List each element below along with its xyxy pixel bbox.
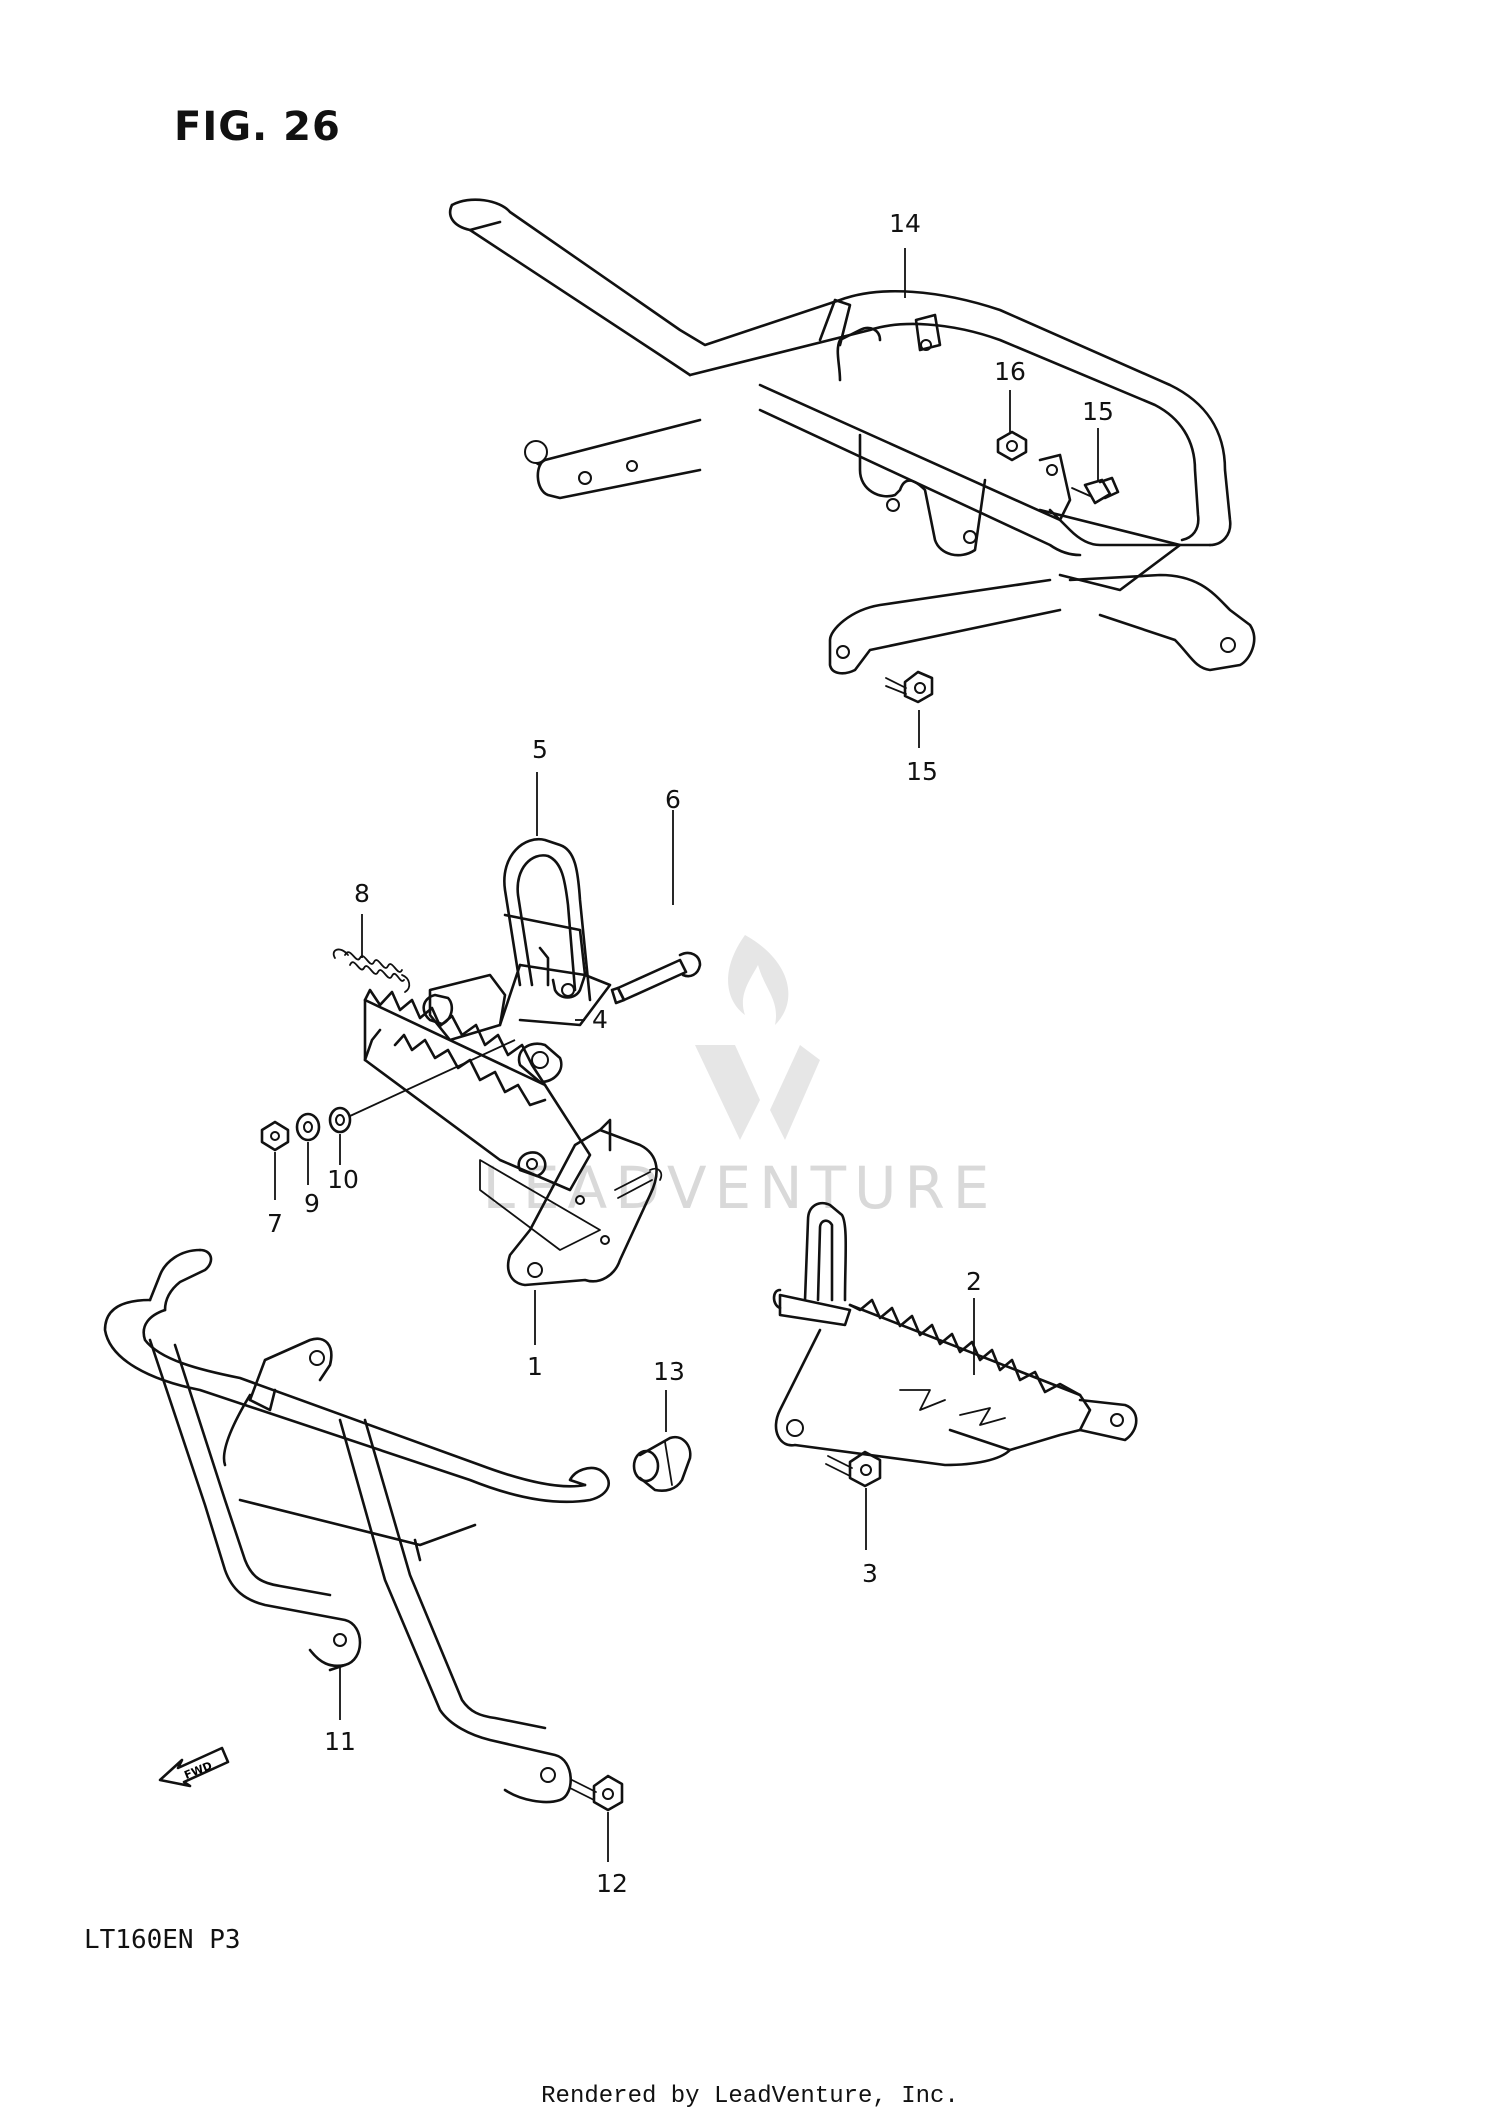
part-16-nut [996, 430, 1028, 462]
watermark-text: LEADVENTURE [483, 1154, 998, 1222]
leadventure-watermark: LEADVENTURE [483, 935, 998, 1222]
cotter-pin [614, 1167, 663, 1199]
callout-1: 1 [527, 1352, 543, 1381]
part-10-washer [328, 1106, 352, 1134]
part-4-bushing [422, 973, 587, 1178]
callout-8: 8 [354, 879, 370, 908]
part-2-footpeg-right [772, 1201, 1138, 1467]
part-13-rubber-cap [632, 1435, 692, 1492]
figure-title: FIG. 26 [174, 104, 341, 150]
part-14-rear-carrier [448, 198, 1256, 675]
callout-12: 12 [596, 1869, 628, 1898]
callout-15-upper: 15 [1082, 397, 1114, 426]
part-9-washer [295, 1112, 321, 1142]
part-15-bolt-upper [1071, 476, 1120, 505]
callout-7: 7 [267, 1209, 283, 1238]
callout-6: 6 [665, 785, 681, 814]
callout-3: 3 [862, 1559, 878, 1588]
model-code: LT160EN P3 [84, 1925, 241, 1955]
part-3-bolt [825, 1450, 882, 1488]
footer-credit: Rendered by LeadVenture, Inc. [541, 2083, 959, 2110]
callout-15-lower: 15 [906, 757, 938, 786]
callout-labels: 14 16 15 15 5 6 8 4 7 9 10 1 2 3 13 11 1… [267, 209, 1114, 1898]
callout-2: 2 [966, 1267, 982, 1296]
assembly-line-fasteners [349, 1039, 516, 1117]
callout-14: 14 [889, 209, 921, 238]
part-15-bolt-lower [885, 670, 934, 704]
callout-4: 4 [592, 1005, 608, 1034]
part-8-spring [332, 948, 411, 993]
callout-11: 11 [324, 1727, 356, 1756]
part-7-nut [260, 1120, 290, 1152]
part-1-step-plate [506, 1118, 658, 1287]
part-12-bolt [569, 1774, 624, 1812]
leader-lines [274, 248, 1099, 1862]
part-6-pivot-pin [610, 951, 702, 1005]
callout-9: 9 [304, 1189, 320, 1218]
callout-16: 16 [994, 357, 1026, 386]
callout-10: 10 [327, 1165, 359, 1194]
part-5-step-bracket [428, 837, 612, 1042]
part-11-front-guard [103, 1248, 610, 1804]
callout-13: 13 [653, 1357, 685, 1386]
callout-5: 5 [532, 735, 548, 764]
forward-direction-arrow: FWD [158, 1746, 230, 1788]
